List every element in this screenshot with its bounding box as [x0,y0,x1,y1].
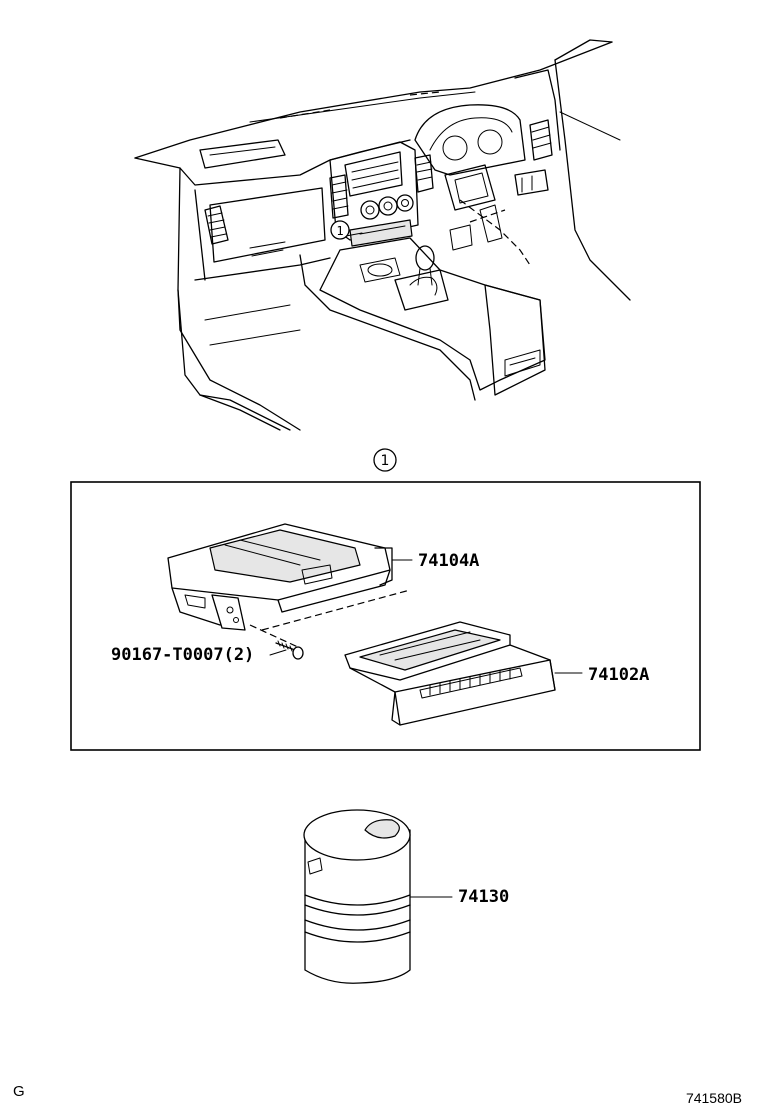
callout-number: 1 [381,453,390,469]
callout-circle [373,448,397,472]
ashtray-housing-illustration [167,523,413,631]
cup-ashtray-illustration [303,809,453,984]
part-number-housing: 74104A [418,551,479,571]
callout-number-dash: 1 [336,224,343,238]
callout-group: 1 [373,448,397,472]
screw-illustration [275,640,304,660]
dashboard-illustration: 1 [134,39,631,431]
part-number-drawer: 74102A [588,665,649,685]
callout-circle-dash [330,220,350,240]
detail-frame [70,481,701,751]
illustration-code: 741580B [685,1090,742,1106]
part-number-cup: 74130 [458,887,509,907]
corner-letter: G [13,1083,25,1100]
part-number-screw: 90167-T0007(2) [111,645,254,665]
ashtray-drawer-illustration [344,621,583,726]
